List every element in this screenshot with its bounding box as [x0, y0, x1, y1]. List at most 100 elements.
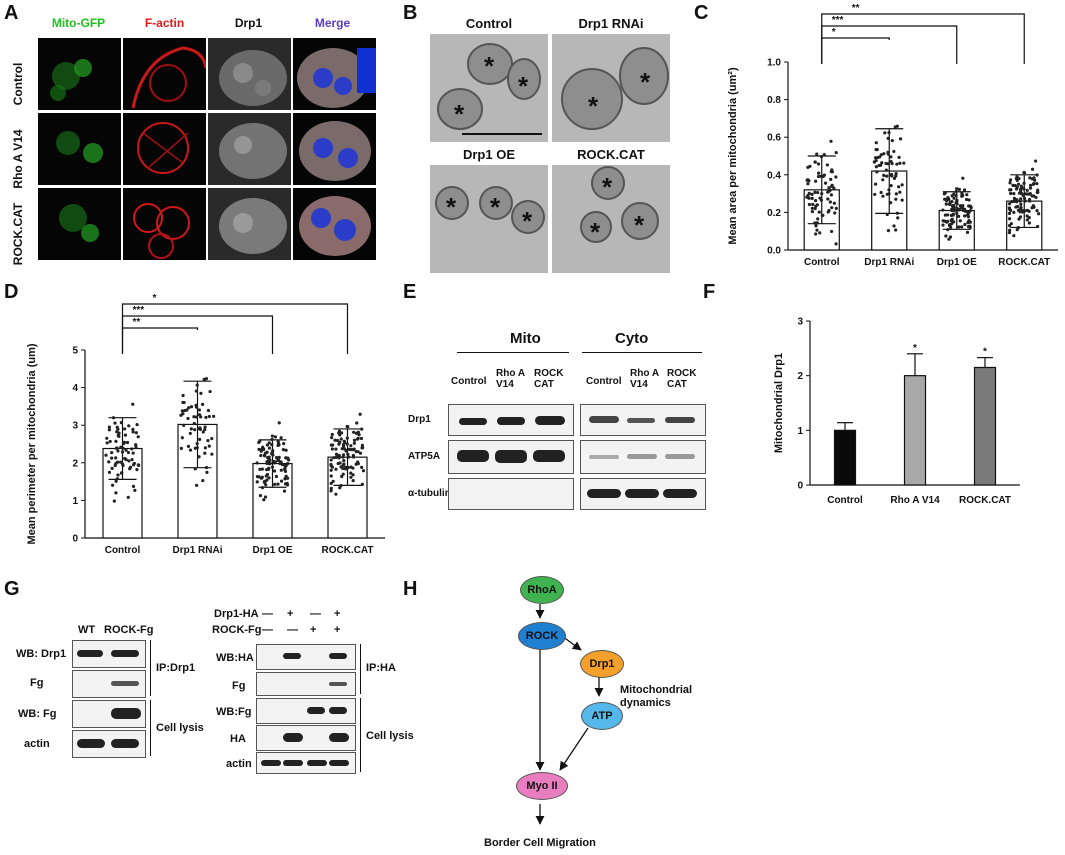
data-point [135, 422, 139, 427]
data-point [260, 467, 264, 471]
image-rock-merge [293, 188, 376, 260]
data-point [131, 451, 135, 455]
data-point [1015, 185, 1019, 189]
data-point [805, 178, 809, 182]
data-point [1017, 217, 1021, 221]
data-point [1008, 178, 1013, 182]
x-tick-label: Rho A V14 [890, 495, 940, 506]
data-point [334, 452, 339, 456]
data-point [834, 206, 838, 210]
sign: + [310, 624, 317, 636]
data-point [813, 221, 817, 225]
data-point [834, 242, 838, 246]
data-point [118, 460, 123, 464]
data-point [201, 478, 205, 483]
data-point [1009, 222, 1013, 226]
node-myo-ii: Myo II [516, 772, 568, 800]
data-point [283, 469, 288, 473]
data-point [277, 455, 281, 459]
data-point [1030, 206, 1034, 210]
data-point [1008, 217, 1012, 221]
data-point [134, 443, 138, 447]
data-point [197, 413, 202, 417]
data-point [1007, 202, 1012, 206]
data-point [1030, 194, 1034, 198]
data-point [131, 484, 136, 489]
data-point [360, 482, 365, 486]
data-point [287, 458, 291, 462]
data-point [337, 454, 341, 458]
data-point [203, 425, 207, 429]
data-point [342, 459, 346, 463]
data-point [329, 474, 333, 478]
data-point [192, 415, 196, 419]
data-point [966, 215, 971, 219]
data-point [349, 465, 353, 469]
data-point [1012, 210, 1016, 214]
data-point [110, 451, 114, 455]
node-rhoa: RhoA [520, 576, 564, 604]
data-point [894, 171, 898, 176]
data-point [813, 160, 817, 164]
data-point [283, 477, 287, 481]
data-point [182, 423, 186, 427]
data-point [823, 181, 828, 185]
data-point [830, 183, 834, 187]
blot-g-drp1 [72, 640, 146, 668]
data-point [114, 439, 118, 443]
data-point [283, 463, 288, 467]
image-control-drp1 [208, 38, 291, 110]
row-label: actin [226, 758, 252, 770]
group-label-cell-lysis-right: Cell lysis [366, 730, 414, 742]
data-point [902, 161, 906, 165]
y-tick-label: 2 [72, 458, 78, 469]
data-point [128, 465, 133, 469]
data-point [955, 211, 959, 215]
blot-cyto-atp5a [580, 440, 706, 474]
data-point [340, 447, 344, 451]
data-point [963, 222, 967, 227]
data-point [204, 415, 208, 420]
data-point [189, 405, 194, 409]
data-point [345, 442, 349, 446]
data-point [264, 468, 269, 472]
lane-label: ROCK CAT [667, 368, 697, 390]
em-image-rock-cat: * * * [552, 165, 670, 273]
data-point [1023, 199, 1027, 203]
col-header-merge: Merge [314, 16, 351, 30]
data-point [897, 185, 901, 189]
data-point [1027, 197, 1032, 202]
data-point [960, 225, 964, 229]
data-point [270, 437, 274, 442]
data-point [107, 425, 111, 429]
data-point [107, 460, 111, 464]
y-axis-label: Mitochondrial Drp1 [773, 353, 785, 453]
mito-marker: * [634, 210, 645, 240]
blot-g-ha-lysis [256, 725, 356, 751]
significance-mark: * [913, 343, 917, 354]
data-point [954, 189, 958, 194]
data-point [958, 219, 962, 223]
data-point [950, 199, 954, 204]
data-point [116, 427, 120, 431]
data-point [875, 148, 879, 152]
data-point [887, 192, 891, 196]
data-point [944, 202, 948, 206]
data-point [874, 182, 878, 186]
data-point [126, 495, 130, 499]
data-point [198, 437, 202, 441]
image-rock-mito-gfp [38, 188, 121, 260]
col-header-drp1: Drp1 [234, 16, 263, 30]
data-point [281, 448, 286, 452]
data-point [210, 436, 214, 441]
x-tick-label: ROCK.CAT [321, 545, 373, 556]
data-point [957, 187, 961, 191]
data-point [358, 451, 363, 455]
data-point [345, 424, 349, 429]
data-point [874, 141, 878, 145]
data-point [817, 210, 821, 214]
data-point [356, 436, 360, 440]
data-point [267, 476, 271, 480]
